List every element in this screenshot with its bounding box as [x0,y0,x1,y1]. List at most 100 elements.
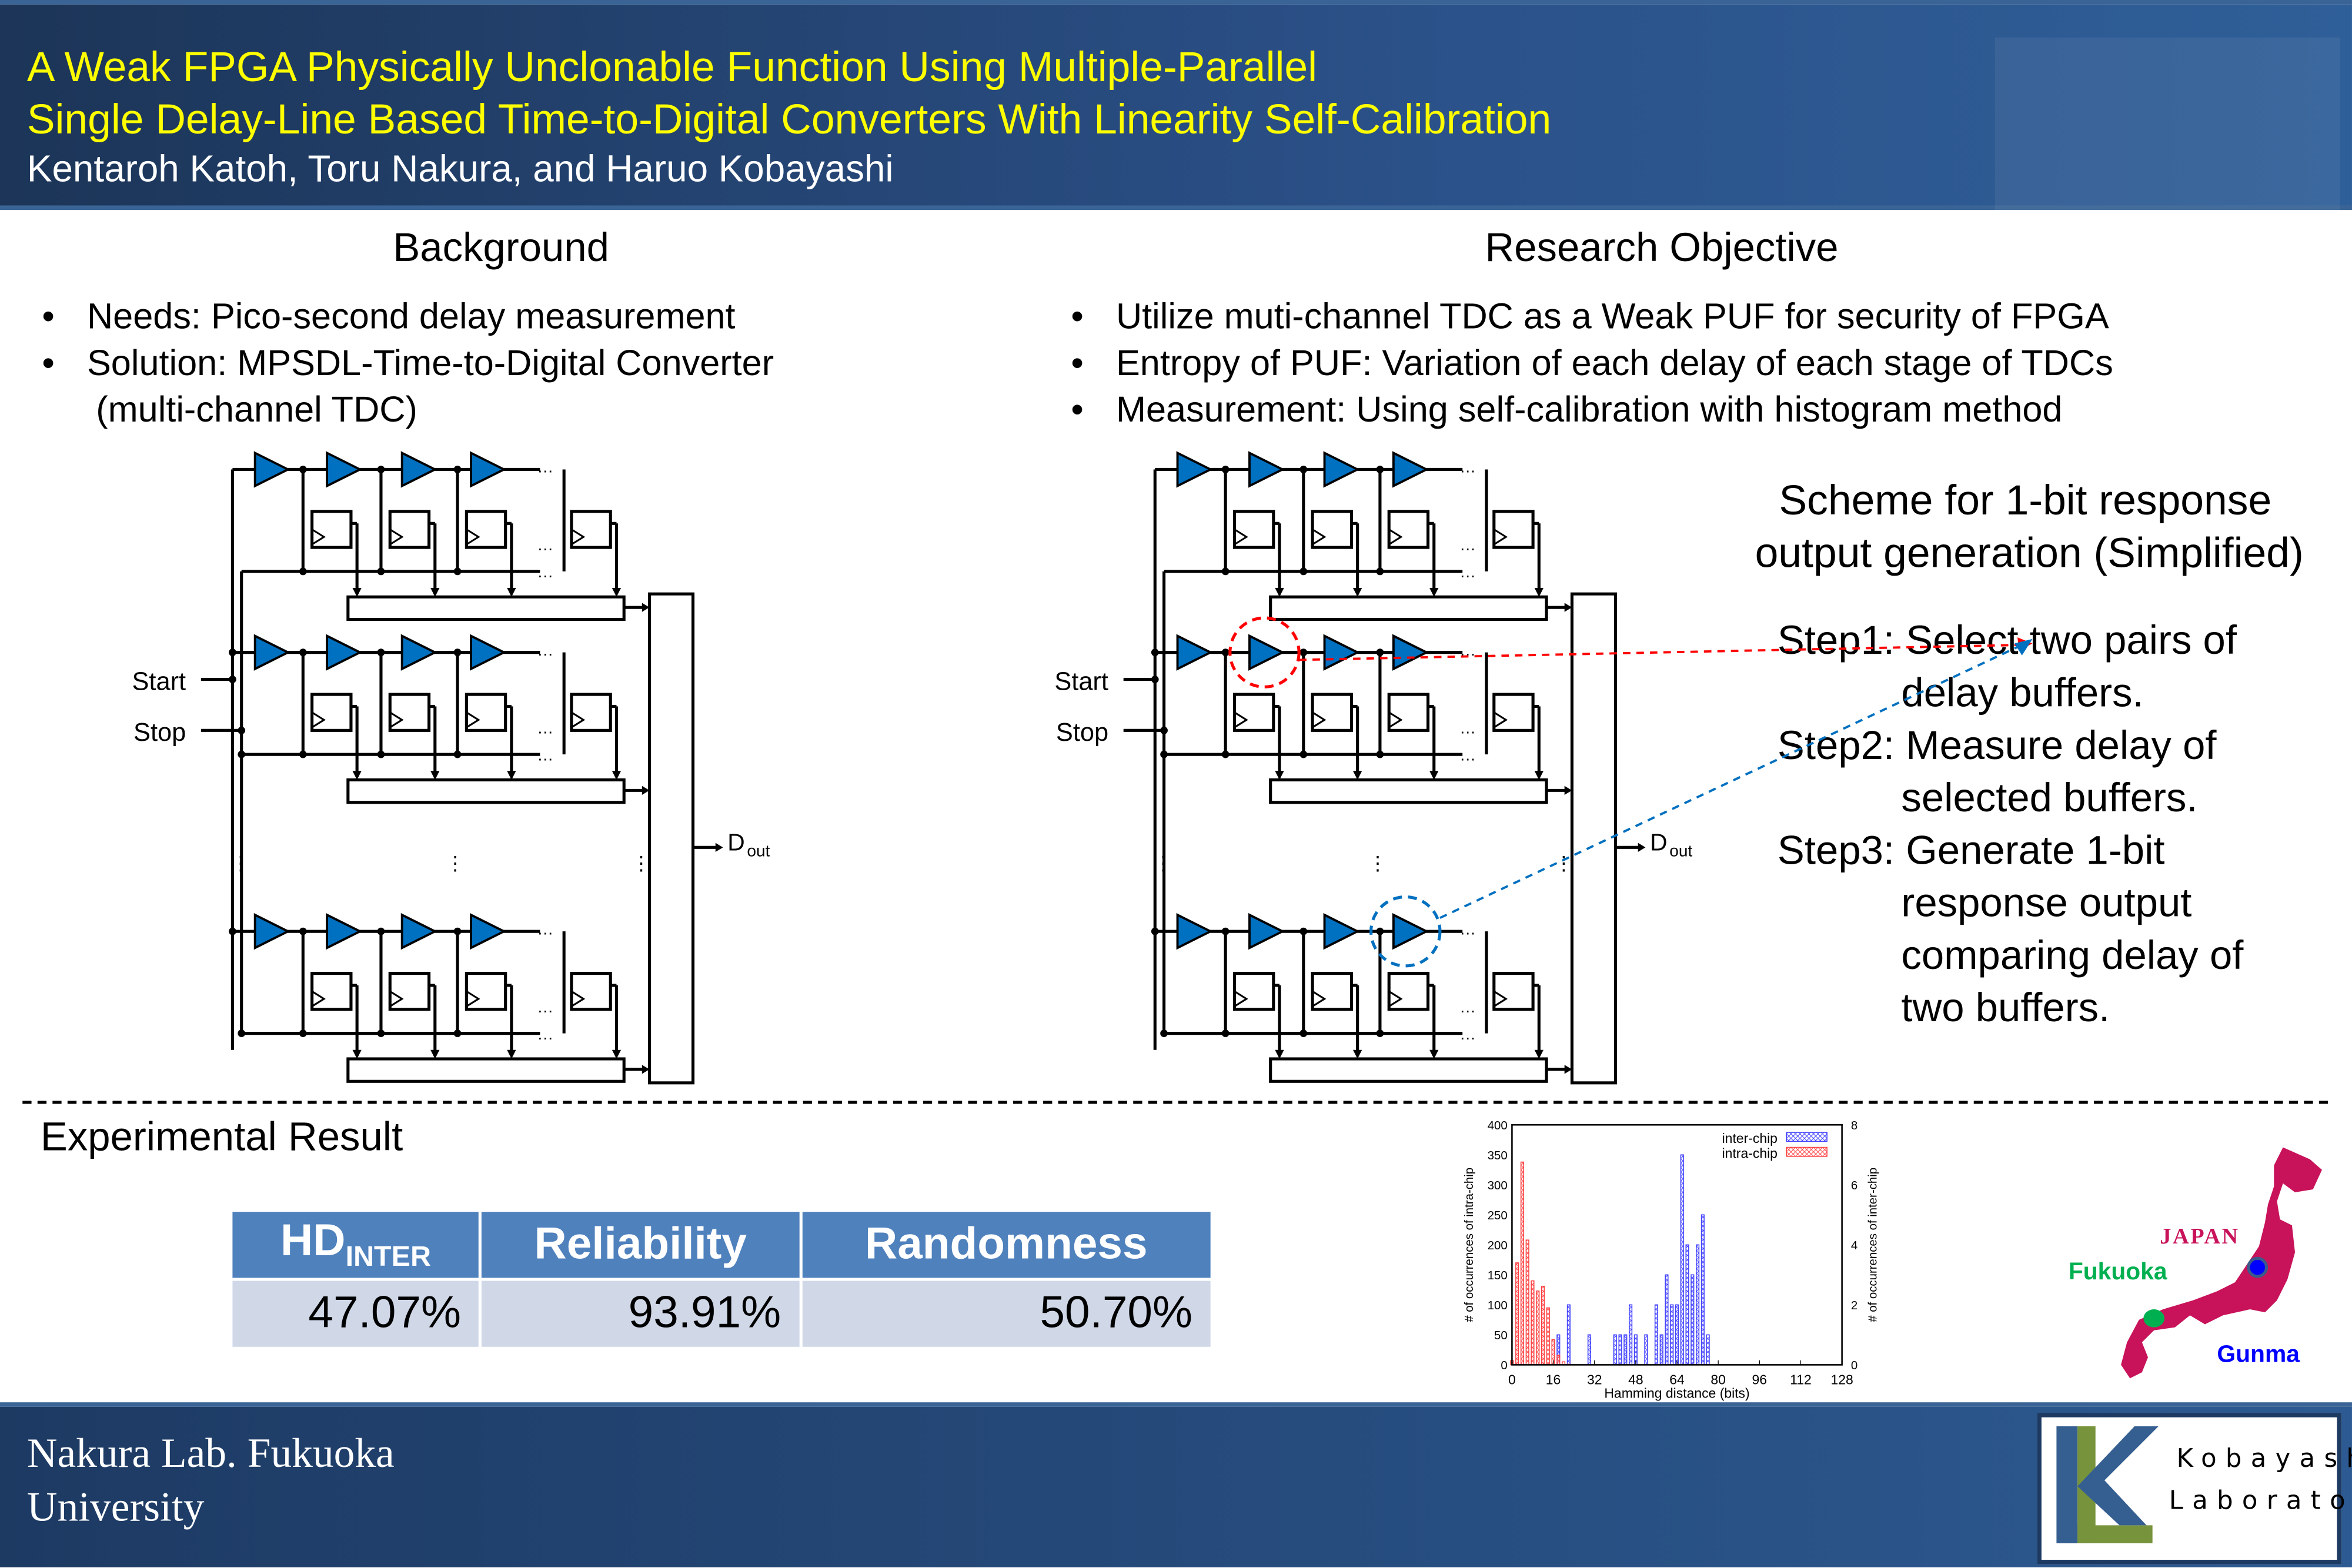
arrow-icon [642,785,650,795]
arrow-icon [1275,1049,1284,1059]
arrow-icon [507,771,516,780]
vertical-ellipsis: ⋮ [1154,853,1173,875]
arrow-icon [715,842,723,852]
junction [229,927,236,935]
junction [229,676,236,683]
delay-buffer-icon [253,451,291,488]
vertical-ellipsis: ⋮ [446,853,465,875]
logo-text-1: Kobayashi [2176,1444,2352,1475]
arrow-icon [507,1049,516,1059]
output-register [346,1057,626,1083]
inter-chip-bar [1629,1304,1633,1366]
flip-flop [310,693,353,732]
ellipsis: … [537,563,553,581]
dout-subscript: out [1669,842,1692,860]
flip-flop [1232,510,1275,549]
junction [1151,927,1159,935]
background-heading: Background [393,225,609,270]
inter-chip-bar [1623,1334,1628,1366]
legend-label: intra-chip [1722,1145,1778,1161]
value-randomness: 50.70% [801,1281,1211,1347]
arrow-icon [352,1049,362,1059]
delay-buffer-icon [1176,913,1213,950]
junction [238,750,246,758]
junction [1160,750,1168,758]
arrow-icon [430,1049,440,1059]
x-tick-label: 96 [1752,1372,1768,1388]
background-bullets: Needs: Pico-second delay measurement Sol… [33,294,774,433]
clock-input-icon [1234,711,1248,728]
step-2: Step2: Measure delay of selected buffers… [1777,723,2217,821]
inter-chip-bar [1696,1244,1700,1366]
flip-flop [570,972,612,1011]
clock-input-icon [389,711,404,728]
stop-label: Stop [1056,718,1108,747]
label-fukuoka: Fukuoka [2069,1258,2167,1285]
y-tick-label: 250 [1488,1209,1508,1222]
x-tick-label: 16 [1546,1372,1561,1388]
junction [1151,648,1159,657]
flip-flop [1387,693,1430,732]
delay-buffer-icon [1323,451,1360,488]
table-row: 47.07% 93.91% 50.70% [232,1281,1211,1347]
y-tick-label: 200 [1488,1239,1508,1252]
delay-buffer-icon [1176,634,1213,671]
delay-buffer-icon [470,634,507,671]
delay-buffer-icon [1392,451,1429,488]
dout-label: D [1650,828,1667,855]
arrow-icon [1429,587,1439,597]
delay-buffer-icon [326,451,363,488]
arrow-icon [1353,771,1362,780]
output-register [1269,595,1548,621]
inter-chip-bar [1613,1334,1617,1366]
junction [299,648,307,657]
authors: Kentaroh Katoh, Toru Nakura, and Haruo K… [26,148,894,190]
encoder-block [648,592,695,1085]
kl-logo-mark [2056,1426,2159,1543]
delay-buffer-icon [470,913,507,950]
x-axis-label: Hamming distance (bits) [1604,1386,1749,1401]
y-tick-label: 0 [1501,1359,1507,1372]
x-tick-label: 0 [1508,1372,1516,1388]
vertical-ellipsis: ⋮ [1368,853,1388,875]
delay-buffer-icon [1392,634,1429,671]
legend-swatch [1786,1146,1828,1157]
intra-chip-bar [1531,1280,1535,1366]
delay-buffer-icon [470,451,507,488]
delay-buffer-icon [1323,913,1360,950]
intra-chip-bar [1541,1285,1545,1366]
y2-tick-label: 4 [1851,1239,1857,1252]
step-1: Step1: Select two pairs of delay buffers… [1777,618,2237,716]
x-tick-label: 48 [1628,1372,1643,1388]
output-register [1269,778,1548,804]
bullet: Needs: Pico-second delay measurement [33,294,774,340]
legend-swatch [1786,1132,1828,1142]
arrow-icon [1353,587,1362,597]
flip-flop [310,510,353,549]
y2-axis-label: # of occurrences of inter-chip [1866,1168,1879,1322]
vertical-ellipsis: ⋮ [1554,853,1573,875]
clock-input-icon [466,990,480,1008]
arrow-icon [1564,603,1572,612]
logo-text-2: Laboratory [2169,1486,2352,1517]
lab-name-line-1: Nakura Lab. Fukuoka [26,1430,395,1477]
arrow-icon [612,1049,622,1059]
clock-input-icon [1493,529,1508,546]
inter-chip-bar [1685,1244,1689,1366]
clock-input-icon [1388,529,1403,546]
delay-buffer-icon [400,913,438,950]
results-table: HDINTER Reliability Randomness 47.07% 93… [229,1209,1213,1350]
delay-buffer-icon [1176,451,1213,488]
bullet: Solution: MPSDL-Time-to-Digital Converte… [33,340,774,387]
intra-chip-bar [1520,1161,1525,1366]
flip-flop [1492,510,1535,549]
y-tick-label: 150 [1488,1269,1508,1282]
arrow-icon [612,587,622,597]
delay-buffer-icon [1248,451,1285,488]
junction [229,648,236,657]
flip-flop [570,510,612,549]
inter-chip-bar [1700,1214,1705,1366]
x-tick-label: 128 [1830,1372,1853,1388]
label-japan: JAPAN [2160,1224,2239,1249]
